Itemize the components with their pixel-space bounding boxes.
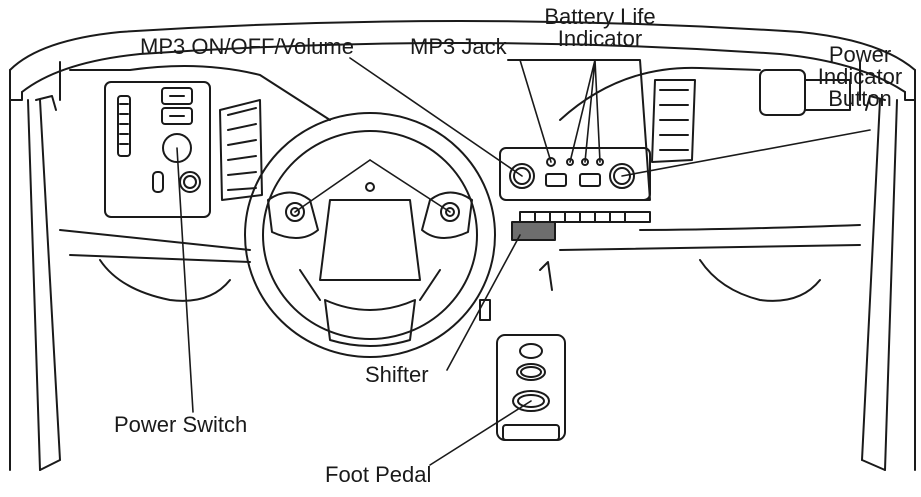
center-console bbox=[499, 59, 651, 201]
dashboard bbox=[59, 65, 861, 302]
leader-lines bbox=[176, 57, 871, 466]
leader-power-switch bbox=[176, 147, 194, 413]
label-power-switch: Power Switch bbox=[114, 412, 248, 437]
left-panel bbox=[104, 81, 211, 218]
power-indicator-line2: Indicator bbox=[817, 64, 903, 89]
roof-frame bbox=[9, 20, 916, 101]
mp3-volume-knob bbox=[509, 163, 535, 189]
label-power-indicator-button: Power Indicator Button bbox=[800, 44, 920, 110]
steering-wheel bbox=[244, 112, 496, 358]
leader-steering-right bbox=[369, 159, 451, 213]
label-foot-pedal: Foot Pedal bbox=[325, 462, 432, 487]
leader-steering-left bbox=[294, 159, 371, 213]
battery-life-line2: Indicator bbox=[557, 26, 643, 51]
label-mp3-on-off-volume: MP3 ON/OFF/Volume bbox=[140, 34, 354, 59]
foot-pedal-unit bbox=[479, 299, 566, 441]
left-air-vent bbox=[219, 99, 263, 201]
power-indicator-line3: Button bbox=[828, 86, 892, 111]
battery-life-line1: Battery Life bbox=[544, 4, 656, 29]
left-door bbox=[9, 95, 61, 471]
shifter-handle bbox=[511, 221, 556, 241]
right-door bbox=[759, 69, 916, 471]
shifter-area bbox=[511, 211, 651, 291]
leader-battery-life bbox=[569, 59, 601, 163]
label-battery-life-indicator: Battery Life Indicator bbox=[530, 6, 670, 50]
power-indicator-button bbox=[609, 163, 635, 189]
leader-shifter bbox=[446, 234, 521, 371]
mp3-jack-port bbox=[546, 157, 556, 167]
power-indicator-line1: Power bbox=[828, 42, 892, 67]
label-shifter: Shifter bbox=[365, 362, 429, 387]
leader-mp3-volume bbox=[349, 57, 523, 177]
foot-pedal bbox=[512, 390, 550, 412]
right-air-vent bbox=[651, 79, 696, 163]
leader-power-indicator bbox=[621, 129, 871, 177]
leader-foot-pedal bbox=[429, 400, 532, 466]
leader-mp3-jack bbox=[519, 59, 552, 163]
label-mp3-jack: MP3 Jack bbox=[410, 34, 507, 59]
